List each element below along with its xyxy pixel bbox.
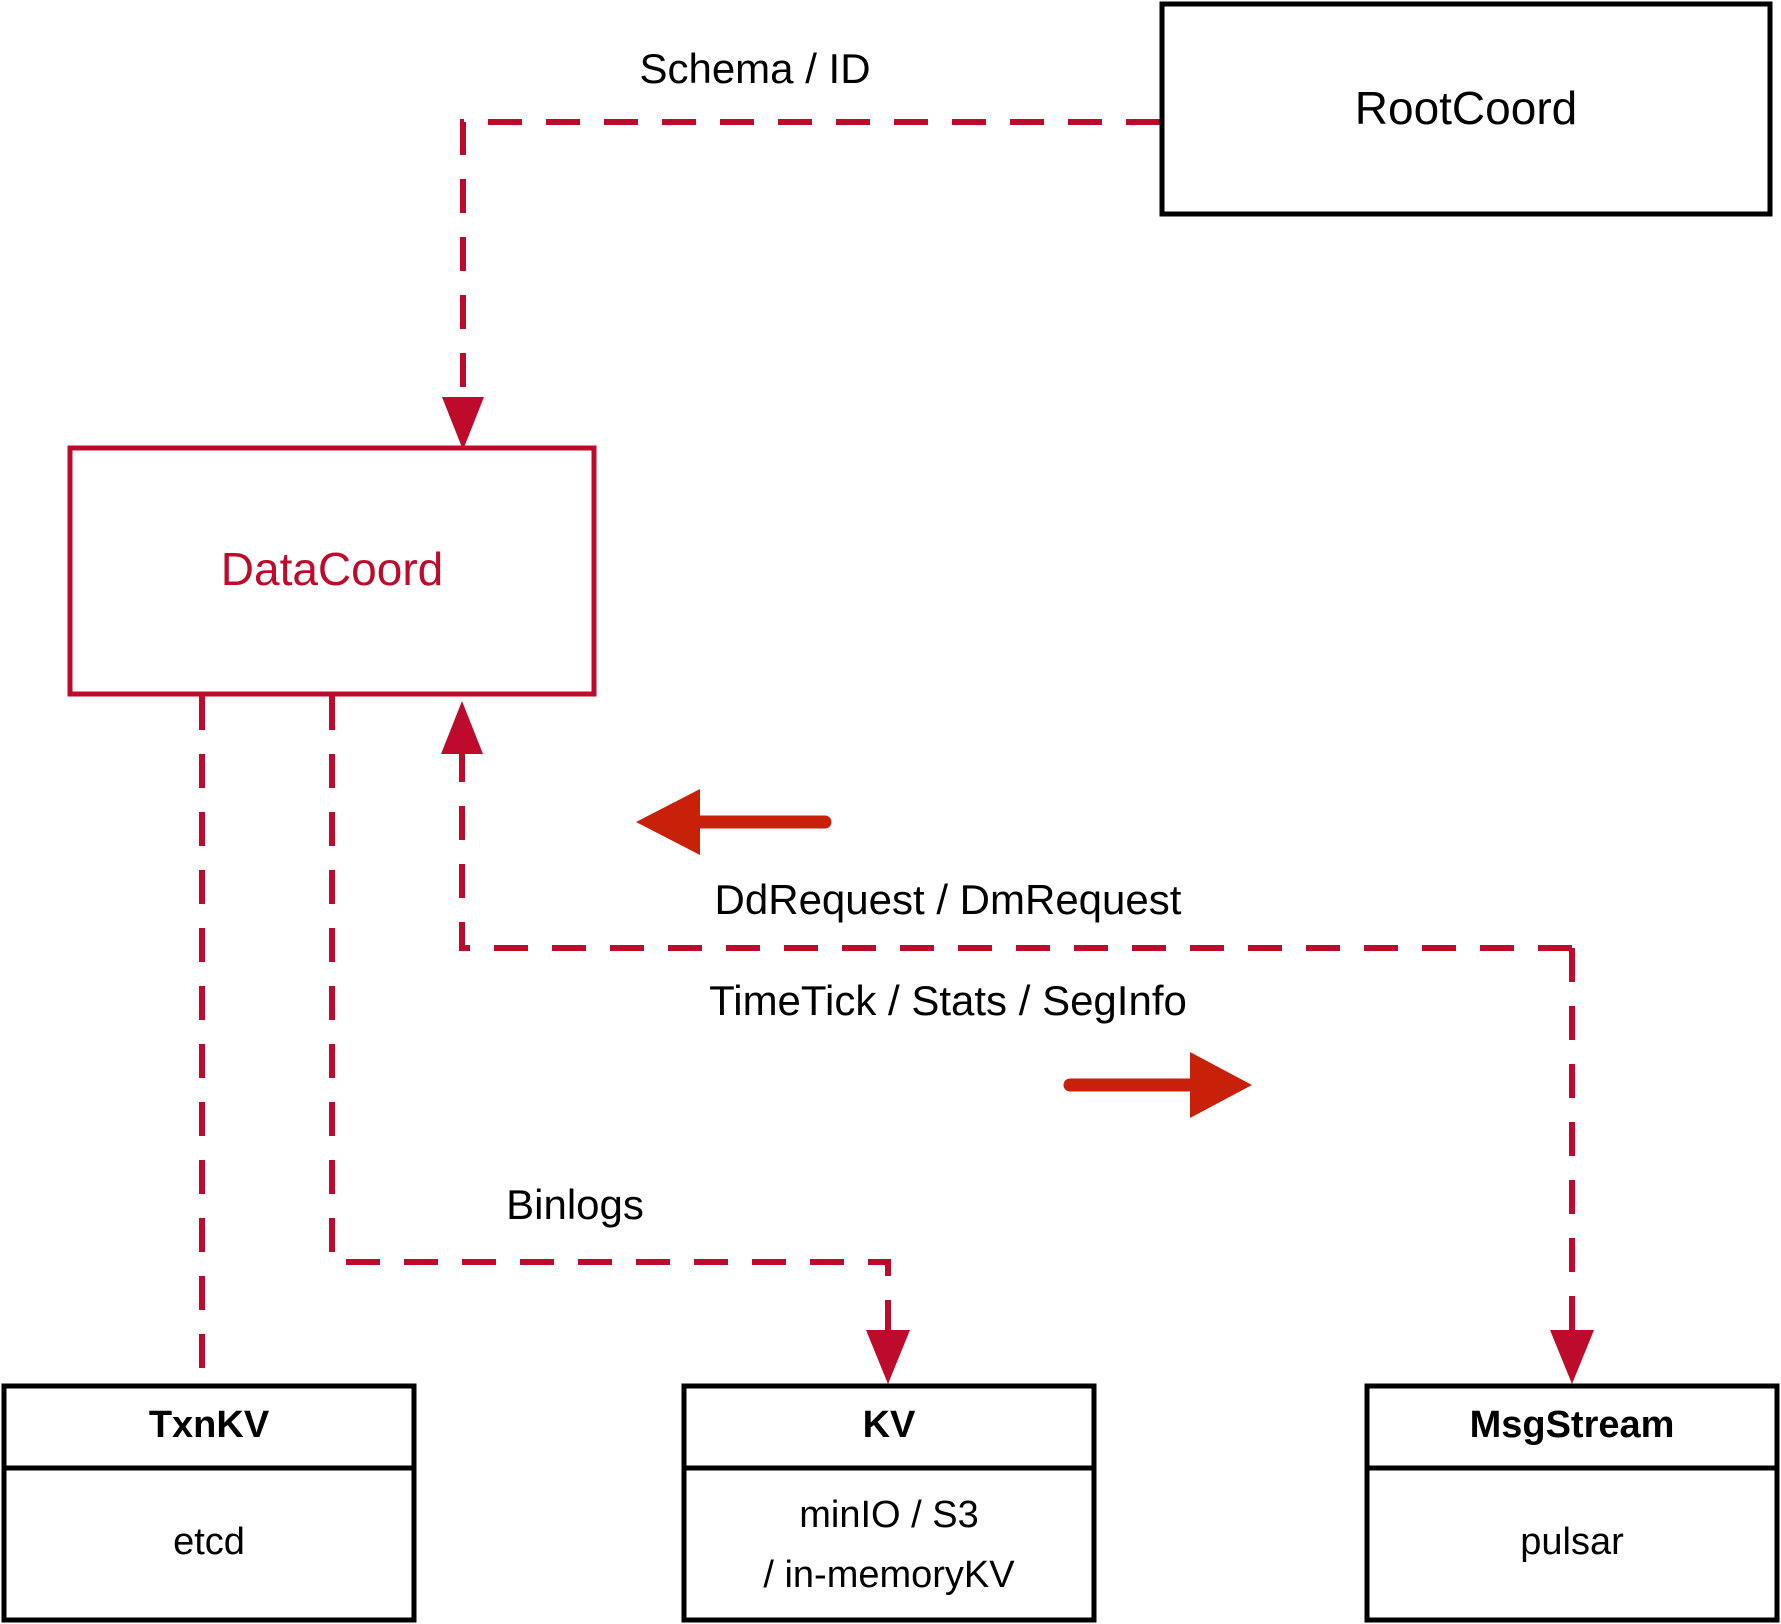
node-kv-box[interactable] xyxy=(681,1383,1097,1623)
direction-arrow-right xyxy=(1063,1052,1252,1118)
node-msgstream[interactable]: MsgStream pulsar xyxy=(1364,1383,1780,1623)
node-txnkv-box[interactable] xyxy=(1,1383,417,1623)
node-txnkv-subtitle: etcd xyxy=(173,1521,245,1563)
node-kv-subtitle-line1: minIO / S3 xyxy=(799,1494,979,1536)
direction-arrow-left-head xyxy=(636,789,700,855)
node-msgstream-box[interactable] xyxy=(1364,1383,1780,1623)
node-rootcoord-label: RootCoord xyxy=(1355,82,1577,134)
node-rootcoord-box[interactable] xyxy=(1159,1,1773,217)
node-kv-subtitle-line2: / in-memoryKV xyxy=(763,1554,1015,1596)
node-txnkv-title: TxnKV xyxy=(149,1404,270,1446)
edge-label-dd-dm-request: DdRequest / DmRequest xyxy=(715,876,1182,923)
edge-dd-dm-request-line xyxy=(459,713,1572,951)
node-rootcoord[interactable]: RootCoord xyxy=(1159,1,1773,217)
direction-arrow-left xyxy=(636,789,832,855)
node-txnkv[interactable]: TxnKV etcd xyxy=(1,1383,417,1623)
edge-label-timetick-stats-seginfo: TimeTick / Stats / SegInfo xyxy=(709,977,1187,1024)
edge-schema-id-arrowhead xyxy=(442,397,484,450)
edge-dd-dm-request xyxy=(441,701,1572,951)
edge-dd-dm-request-arrowhead xyxy=(441,701,483,754)
node-kv[interactable]: KV minIO / S3 / in-memoryKV xyxy=(681,1383,1097,1623)
edge-schema-id-line xyxy=(460,119,1160,440)
node-datacoord-box[interactable] xyxy=(67,445,597,697)
node-msgstream-title: MsgStream xyxy=(1470,1404,1675,1446)
node-datacoord[interactable]: DataCoord xyxy=(67,445,597,697)
edge-binlogs xyxy=(329,696,910,1384)
edge-msgstream-arrowhead xyxy=(1550,1330,1594,1384)
edge-msgstream-line-group xyxy=(1550,948,1594,1384)
edge-label-binlogs: Binlogs xyxy=(506,1181,644,1228)
edge-label-schema-id: Schema / ID xyxy=(639,45,870,92)
direction-arrow-right-head xyxy=(1190,1052,1252,1118)
edge-binlogs-line xyxy=(329,696,891,1370)
edge-binlogs-arrowhead xyxy=(866,1330,910,1384)
node-datacoord-label: DataCoord xyxy=(221,543,443,595)
node-kv-title: KV xyxy=(863,1404,916,1446)
node-msgstream-subtitle: pulsar xyxy=(1520,1521,1624,1563)
edge-schema-id xyxy=(442,119,1160,450)
